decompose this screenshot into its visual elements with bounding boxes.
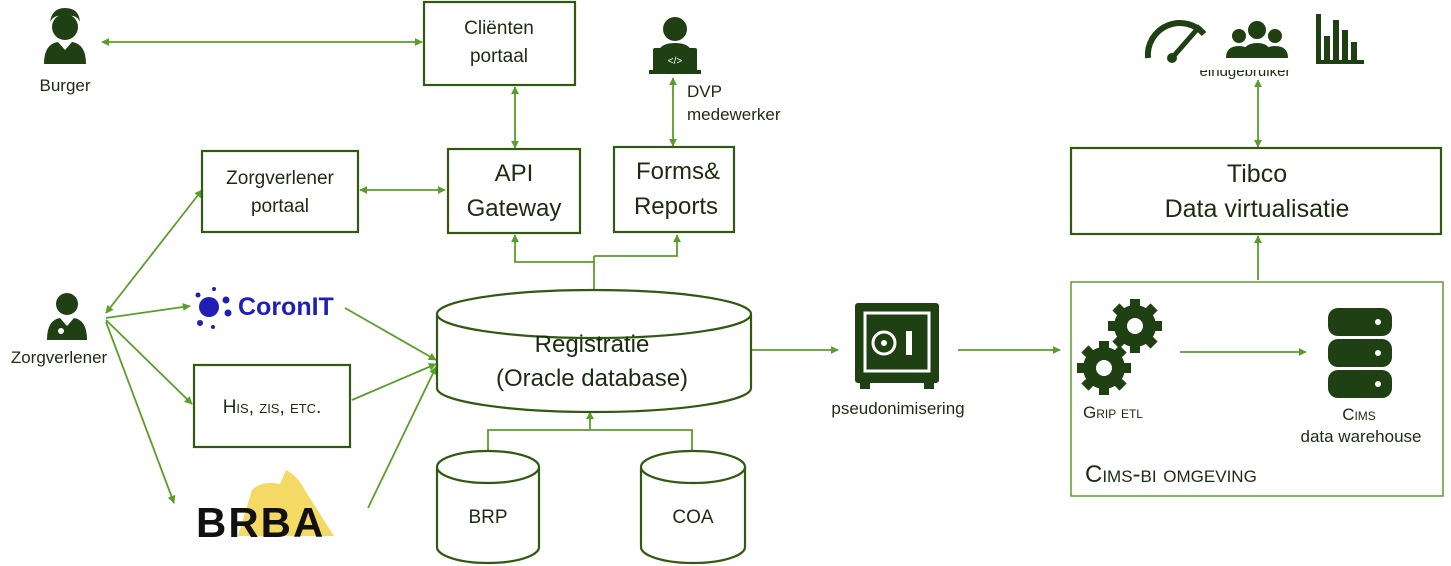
forms-title-line1: Forms& <box>636 158 720 185</box>
clienten-portaal-box: Cliënten portaal <box>422 0 577 87</box>
bar-chart-icon <box>1316 14 1364 64</box>
pseudonimisering-label: pseudonimisering <box>831 399 964 418</box>
brba-registratie-link <box>367 366 437 509</box>
api-title-line1: API <box>495 160 534 187</box>
registratie-title-line2: (Oracle database) <box>496 365 688 392</box>
brp-database: BRP <box>435 449 541 565</box>
code-glyph: </> <box>668 56 683 67</box>
zorgverlener-portaal-box: Zorgverlener portaal <box>200 149 360 234</box>
his-registratie-link <box>351 363 437 401</box>
clienten-title-line2: portaal <box>470 46 528 67</box>
clienten-title-line1: Cliënten <box>464 18 534 39</box>
users-group-icon <box>1226 21 1288 58</box>
brba-logo-text: BRBA <box>196 499 325 546</box>
gear-icon <box>1077 299 1162 395</box>
brba-logo: BRBA <box>196 470 334 546</box>
tibco-title-line1: Tibco <box>1227 160 1287 188</box>
tibco-box: Tibco Data virtualisatie <box>1069 146 1443 236</box>
coa-database: COA <box>639 449 747 565</box>
forms-title-line2: Reports <box>634 193 718 220</box>
end-users-label-mask <box>1196 58 1292 70</box>
his-title: His, zis, etc. <box>223 397 322 418</box>
zv-portaal-link <box>105 189 203 314</box>
api-title-line2: Gateway <box>467 195 562 222</box>
brp-coa-bus-link <box>487 429 693 452</box>
cims-label-line1: Cims <box>1342 405 1376 424</box>
grip-etl-label: Grip etl <box>1083 403 1143 422</box>
zv-brba-link <box>105 321 176 504</box>
dvp-label-line1: DVP <box>687 82 722 101</box>
api-bus-link <box>511 234 594 263</box>
safe-icon <box>855 303 939 389</box>
his-zis-box: His, zis, etc. <box>192 363 352 449</box>
zvportaal-title-line1: Zorgverlener <box>226 168 334 189</box>
connectors <box>101 38 1307 509</box>
speedometer-icon <box>1144 20 1207 63</box>
coronit-logo: CoronIT <box>195 287 334 329</box>
developer-laptop-icon: </> <box>649 17 701 74</box>
zv-coronit-link <box>105 303 191 319</box>
database-server-icon <box>1328 308 1392 398</box>
forms-reports-box: Forms& Reports <box>612 145 736 234</box>
coronit-logo-text: CoronIT <box>238 293 334 321</box>
api-gateway-box: API Gateway <box>446 147 582 235</box>
person-female-icon <box>44 8 86 64</box>
cims-bi-environment: Cims-bi omgeving <box>1070 281 1444 497</box>
brp-label: BRP <box>468 507 507 528</box>
burger-label: Burger <box>39 76 90 95</box>
doctor-icon <box>47 293 87 340</box>
cims-label-line2: data warehouse <box>1301 427 1422 446</box>
tibco-title-line2: Data virtualisatie <box>1165 195 1350 223</box>
registratie-database: Registratie (Oracle database) <box>435 288 753 414</box>
zv-his-link <box>105 319 193 405</box>
cims-bi-label: Cims-bi omgeving <box>1085 461 1257 488</box>
zorgverlener-label: Zorgverlener <box>11 348 108 367</box>
forms-bus-link <box>594 234 681 257</box>
registratie-title-line1: Registratie <box>535 331 650 358</box>
zvportaal-title-line2: portaal <box>251 196 309 217</box>
coa-label: COA <box>672 507 714 528</box>
coronit-registratie-link <box>344 307 437 361</box>
dvp-label-line2: medewerker <box>687 105 781 124</box>
